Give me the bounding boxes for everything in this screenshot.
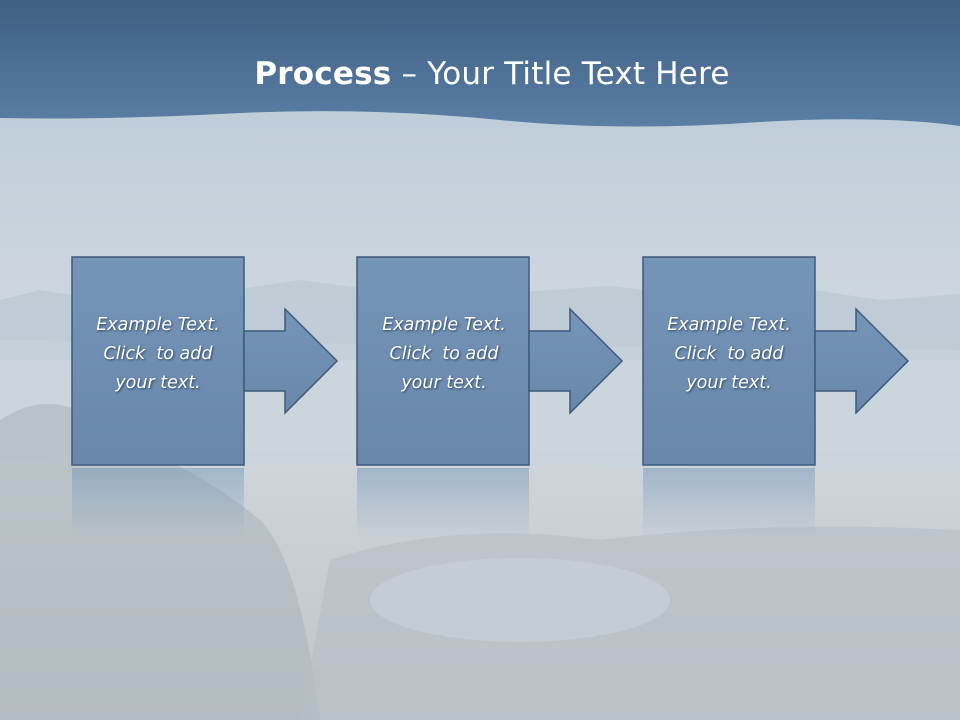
step-2-text[interactable]: Example Text. Click to add your text. <box>358 311 530 398</box>
process-step-3[interactable] <box>642 256 910 466</box>
step-3-line-1: Example Text. <box>667 315 791 335</box>
header-band <box>0 0 960 127</box>
step-3-text[interactable]: Example Text. Click to add your text. <box>643 311 815 398</box>
step-3-reflection <box>643 468 815 538</box>
step-3-arrow-icon <box>814 307 910 415</box>
step-reflections <box>72 468 815 538</box>
process-step-2[interactable] <box>356 256 624 466</box>
title-rest: – Your Title Text Here <box>391 56 730 92</box>
lagoon <box>370 558 670 642</box>
process-step-1[interactable] <box>71 256 339 466</box>
step-1-text[interactable]: Example Text. Click to add your text. <box>72 311 244 398</box>
step-2-box <box>356 256 530 466</box>
step-3-box <box>642 256 816 466</box>
step-2-line-3: your text. <box>401 373 487 393</box>
step-3-line-2: Click to add <box>674 344 784 364</box>
step-1-box <box>71 256 245 466</box>
step-2-line-2: Click to add <box>389 344 499 364</box>
step-2-arrow-icon <box>528 307 624 415</box>
step-1-arrow-icon <box>243 307 339 415</box>
step-1-line-2: Click to add <box>103 344 213 364</box>
step-1-reflection <box>72 468 244 538</box>
step-3-line-3: your text. <box>686 373 772 393</box>
slide-title[interactable]: Process – Your Title Text Here <box>0 52 960 96</box>
step-1-line-3: your text. <box>115 373 201 393</box>
step-1-line-1: Example Text. <box>96 315 220 335</box>
step-2-reflection <box>357 468 529 538</box>
step-2-line-1: Example Text. <box>382 315 506 335</box>
title-bold: Process <box>254 56 392 92</box>
